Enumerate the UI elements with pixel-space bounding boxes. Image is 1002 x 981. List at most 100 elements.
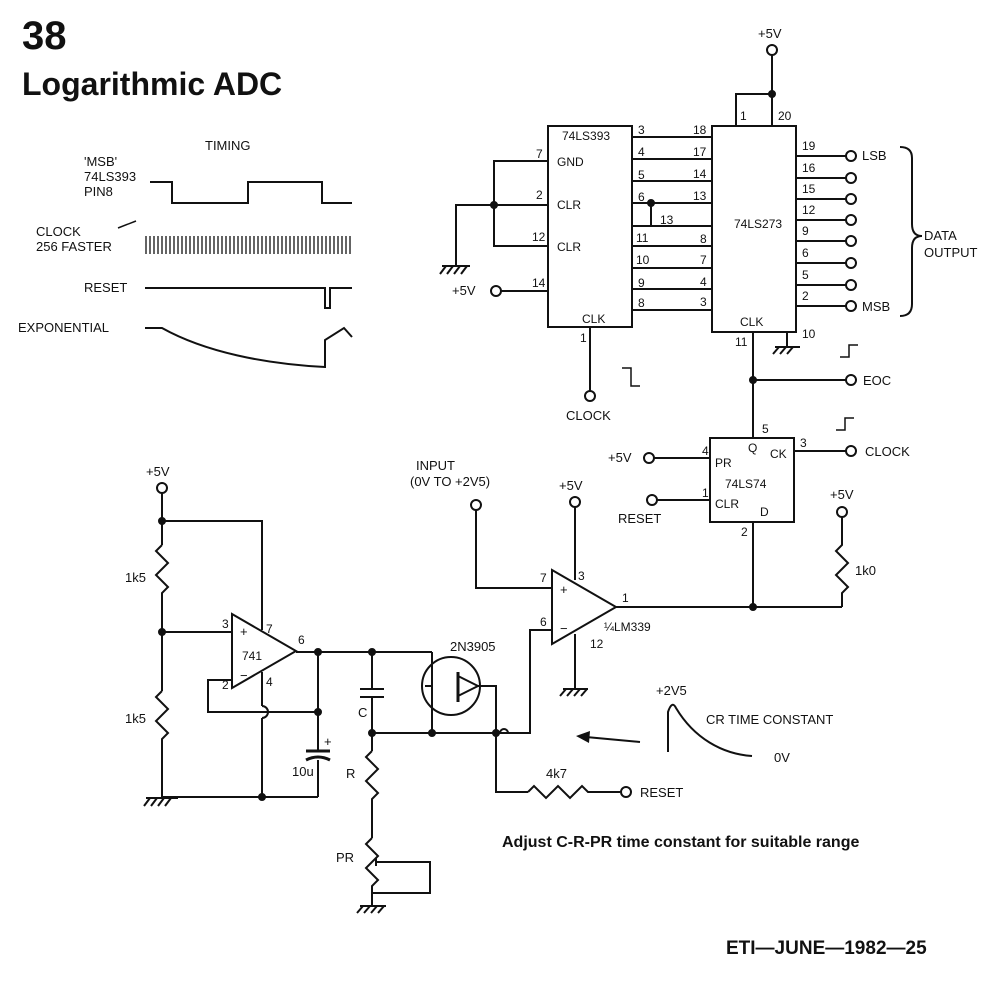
svg-text:3: 3 — [800, 436, 807, 450]
clock-input-terminal[interactable] — [584, 390, 596, 402]
svg-text:7: 7 — [266, 622, 273, 636]
svg-text:13: 13 — [660, 213, 674, 227]
svg-text:7: 7 — [700, 253, 707, 267]
svg-text:3: 3 — [222, 617, 229, 631]
svg-text:3: 3 — [638, 123, 645, 137]
plus5v-label: +5V — [830, 487, 854, 502]
svg-text:CK: CK — [770, 447, 787, 461]
svg-text:2: 2 — [741, 525, 748, 539]
ic-74ls393: 74LS393 GND CLR CLR CLK 7 2 12 14 1 3 4 … — [439, 123, 712, 423]
svg-text:4: 4 — [700, 275, 707, 289]
timing-msb-label: PIN8 — [84, 184, 113, 199]
reset-waveform — [145, 287, 352, 309]
data-output-terminal[interactable] — [845, 172, 857, 184]
ic-74ls393-label: 74LS393 — [562, 129, 610, 143]
cr-time-constant-inset: +2V5 CR TIME CONSTANT 0V — [576, 683, 833, 765]
svg-text:6: 6 — [802, 246, 809, 260]
plus5v-label: +5V — [608, 450, 632, 465]
reset-label: RESET — [618, 511, 661, 526]
clock-terminal[interactable] — [845, 445, 857, 457]
svg-text:12: 12 — [590, 637, 604, 651]
vcc-terminal — [836, 506, 848, 518]
resistor-label: R — [346, 766, 355, 781]
ic-74ls74-label: 74LS74 — [725, 477, 767, 491]
svg-text:8: 8 — [700, 232, 707, 246]
svg-text:1: 1 — [622, 591, 629, 605]
resistor-label: 1k5 — [125, 570, 146, 585]
svg-text:−: − — [240, 668, 248, 683]
data-output-terminal[interactable] — [845, 193, 857, 205]
svg-text:8: 8 — [638, 296, 645, 310]
data-output-terminal[interactable] — [845, 279, 857, 291]
cr-time-constant-label: CR TIME CONSTANT — [706, 712, 833, 727]
svg-text:13: 13 — [693, 189, 707, 203]
timing-msb-label: 74LS393 — [84, 169, 136, 184]
capacitor-label: C — [358, 705, 367, 720]
svg-text:18: 18 — [693, 123, 707, 137]
svg-text:14: 14 — [532, 276, 546, 290]
vcc-terminal — [569, 496, 581, 508]
svg-text:CLR: CLR — [557, 198, 581, 212]
svg-text:5: 5 — [638, 168, 645, 182]
plus5v-label: +5V — [146, 464, 170, 479]
vcc-terminal — [490, 285, 502, 297]
data-output-terminal[interactable] — [845, 300, 857, 312]
eoc-terminal[interactable] — [845, 374, 857, 386]
svg-text:2: 2 — [536, 188, 543, 202]
svg-text:CLK: CLK — [582, 312, 605, 326]
comparator-section: INPUT (0V TO +2V5) +5V + − 7 6 3 1 ¼LM33… — [410, 458, 876, 734]
resistor-4k7 — [527, 784, 620, 800]
clock-waveform — [145, 236, 351, 254]
opamp-741-label: 741 — [242, 649, 262, 663]
timing-reset-label: RESET — [84, 280, 127, 295]
svg-text:3: 3 — [700, 295, 707, 309]
reset-terminal[interactable] — [620, 786, 632, 798]
data-output-brace — [899, 146, 923, 317]
data-output-label: DATA — [924, 228, 957, 243]
opamp-741-symbol — [231, 612, 298, 690]
svg-text:10: 10 — [636, 253, 650, 267]
plus5v-label: +5V — [559, 478, 583, 493]
svg-text:11: 11 — [735, 335, 748, 349]
input-label: (0V TO +2V5) — [410, 474, 490, 489]
data-output-terminal[interactable] — [845, 257, 857, 269]
page-citation: ETI—JUNE—1982—25 — [726, 938, 927, 959]
data-output-label: OUTPUT — [924, 245, 978, 260]
svg-text:14: 14 — [693, 167, 707, 181]
resistor-r — [364, 750, 380, 838]
resistor-label: 4k7 — [546, 766, 567, 781]
data-output-terminal[interactable] — [845, 235, 857, 247]
svg-text:1: 1 — [702, 486, 709, 500]
potentiometer-label: PR — [336, 850, 354, 865]
clock-input-label: CLOCK — [566, 408, 611, 423]
reset-terminal[interactable] — [646, 494, 658, 506]
resistor-1k0 — [834, 517, 850, 607]
svg-text:6: 6 — [298, 633, 305, 647]
svg-text:6: 6 — [638, 190, 645, 204]
svg-text:6: 6 — [540, 615, 547, 629]
comparator-label: ¼LM339 — [604, 620, 651, 634]
svg-text:9: 9 — [802, 224, 809, 238]
input-terminal[interactable] — [470, 499, 482, 511]
msb-waveform — [150, 181, 352, 204]
svg-text:16: 16 — [802, 161, 816, 175]
ic-74ls273-label: 74LS273 — [734, 217, 782, 231]
data-output-terminal[interactable] — [845, 214, 857, 226]
data-output-terminal[interactable] — [845, 150, 857, 162]
plus5v-label: +5V — [452, 283, 476, 298]
rising-edge-icon — [836, 417, 854, 431]
svg-text:12: 12 — [802, 203, 816, 217]
resistor-label: 1k5 — [125, 711, 146, 726]
svg-text:19: 19 — [802, 139, 816, 153]
resistor-label: 1k0 — [855, 563, 876, 578]
comparator-symbol — [551, 568, 618, 646]
svg-text:10: 10 — [802, 327, 816, 341]
timing-exp-label: EXPONENTIAL — [18, 320, 109, 335]
svg-text:CLK: CLK — [740, 315, 763, 329]
svg-text:2: 2 — [802, 289, 809, 303]
timing-clock-label: CLOCK — [36, 224, 81, 239]
pointer-arrow-icon — [585, 736, 641, 743]
svg-text:D: D — [760, 505, 769, 519]
resistor-1k5-bottom — [154, 690, 170, 797]
svg-text:15: 15 — [802, 182, 816, 196]
